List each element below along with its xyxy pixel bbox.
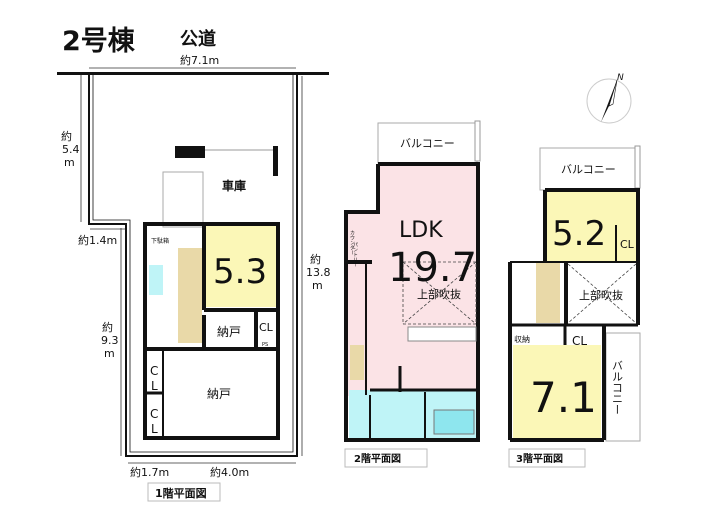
dim-bottom-left: 約1.7m xyxy=(130,465,169,479)
dim-bottom-right: 約4.0m xyxy=(210,465,249,479)
room-3f-b-size: 7.1 xyxy=(530,373,597,422)
closet-a-2: L xyxy=(151,379,158,393)
floor2-caption: 2階平面図 xyxy=(344,448,428,468)
dim-right-1: 約 xyxy=(310,252,321,266)
svg-text:1階平面図: 1階平面図 xyxy=(155,486,207,500)
dimension-width-top: 約7.1m xyxy=(89,53,296,69)
floor3-plan: バルコニー 5.2 CL 上部吹抜 収納 CL 7.1 バルコニー xyxy=(508,145,641,442)
dim-left-upper-2: 5.4 xyxy=(62,143,80,156)
storage-3f-label: 収納 xyxy=(514,334,530,344)
compass-icon: N xyxy=(586,73,632,124)
closet-b-1: C xyxy=(150,407,158,421)
ldk-size: 19.7 xyxy=(388,245,477,291)
balcony-3f-side-label: バルコニー xyxy=(611,360,624,415)
ldk-label: LDK xyxy=(399,218,443,243)
floor2-plan: バルコニー カウンター パントリー LDK 19.7 上部吹抜 xyxy=(344,120,481,442)
void-2f-label: 上部吹抜 xyxy=(417,287,461,301)
dim-right-3: m xyxy=(312,279,323,292)
storage-small-label: 納戸 xyxy=(217,325,241,339)
closet-1f-label: CL xyxy=(259,321,274,334)
svg-text:2階平面図: 2階平面図 xyxy=(354,452,401,465)
room-3f-a-size: 5.2 xyxy=(552,214,606,254)
road-line xyxy=(57,72,329,75)
balcony-2f-label: バルコニー xyxy=(400,137,455,150)
closet-3f-b-label: CL xyxy=(572,334,587,348)
closet-3f-a-label: CL xyxy=(620,238,635,251)
floor1-caption: 1階平面図 xyxy=(147,482,221,502)
void-3f-label: 上部吹抜 xyxy=(579,288,623,302)
pantry-label: パントリー xyxy=(352,242,358,267)
floor3-caption: 3階平面図 xyxy=(508,448,586,468)
closet-a-1: C xyxy=(150,364,158,378)
svg-text:3階平面図: 3階平面図 xyxy=(516,452,563,465)
storage-large-label: 納戸 xyxy=(207,387,231,401)
dim-left-upper-3: m xyxy=(64,156,75,169)
dim-left-lower-2: 9.3 xyxy=(101,334,119,347)
lot-boundary xyxy=(88,74,298,457)
shoe-box-label: 下駄箱 xyxy=(151,237,169,245)
room-1f-size: 5.3 xyxy=(213,252,267,292)
dim-left-lower-3: m xyxy=(104,347,115,360)
counter-label: カウンター xyxy=(349,230,355,255)
road-label: 公道 xyxy=(180,28,216,50)
dim-right-2: 13.8 xyxy=(306,266,331,279)
svg-text:約7.1m: 約7.1m xyxy=(180,53,219,67)
balcony-3f-top-label: バルコニー xyxy=(561,163,616,176)
closet-b-2: L xyxy=(151,422,158,436)
floor1-plan: 車庫 下駄箱 5.3 納戸 CL PS 納戸 C L C L xyxy=(143,146,280,440)
dim-left-lower-1: 約 xyxy=(102,320,113,334)
building-title: 2号棟 xyxy=(62,26,136,57)
dim-left-upper-1: 約 xyxy=(61,129,72,143)
garage-label: 車庫 xyxy=(222,178,246,193)
pipe-space-label: PS xyxy=(262,342,268,348)
dim-step: 約1.4m xyxy=(78,233,117,247)
compass-north-label: N xyxy=(617,73,624,83)
